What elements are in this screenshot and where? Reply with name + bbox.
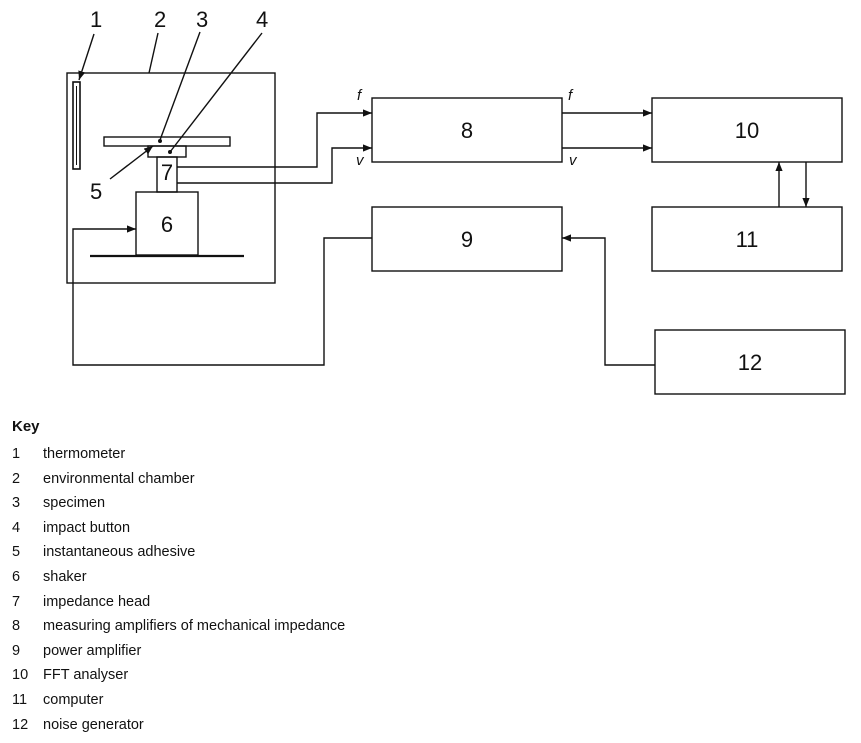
leader-4-dot xyxy=(168,150,172,154)
wire-9-to-6 xyxy=(72,225,372,366)
key-item: 4 impact button xyxy=(12,516,612,541)
signal-f-in: f xyxy=(357,87,363,104)
key-item: 8 measuring amplifiers of mechanical impe… xyxy=(12,614,612,639)
key-list: 1 thermometer 2 environmental chamber 3 speci… xyxy=(12,442,612,737)
wire-f-head-to-8 xyxy=(177,109,372,168)
label-power-amplifier: 9 xyxy=(461,227,473,252)
callout-1: 1 xyxy=(90,7,102,32)
key-item-number: 8 xyxy=(12,618,21,635)
key-legend: Key 1 thermometer 2 environmental chamber 3 s… xyxy=(12,418,612,737)
environmental-chamber xyxy=(66,72,276,284)
key-item-label: measuring amplifiers of mechanical imped… xyxy=(43,618,346,635)
box-computer xyxy=(651,206,843,272)
leader-4 xyxy=(169,32,263,153)
label-noise-generator: 12 xyxy=(738,350,762,375)
key-item: 12 noise generator xyxy=(12,713,612,738)
key-item-label: computer xyxy=(43,691,104,708)
key-item-label: FFT analyser xyxy=(43,667,129,684)
leader-1 xyxy=(78,33,95,81)
leader-5 xyxy=(109,145,154,180)
key-item: 9 power amplifier xyxy=(12,639,612,664)
key-item-number: 5 xyxy=(12,544,21,561)
key-item-label: environmental chamber xyxy=(43,470,195,487)
key-item-label: thermometer xyxy=(43,446,126,462)
signal-v-in: v xyxy=(356,152,365,169)
key-item-number: 7 xyxy=(12,593,21,610)
label-impedance-head: 7 xyxy=(161,160,173,185)
key-item: 10 FFT analyser xyxy=(12,663,612,688)
key-item-number: 11 xyxy=(12,691,28,708)
key-item: 5 instantaneous adhesive xyxy=(12,540,612,565)
key-item-number: 4 xyxy=(12,519,21,536)
key-item-number: 12 xyxy=(12,716,29,733)
key-title: Key xyxy=(12,418,40,435)
key-item-number: 6 xyxy=(12,568,21,585)
leader-3 xyxy=(159,31,201,141)
callout-3: 3 xyxy=(196,7,208,32)
label-measuring-amplifiers: 8 xyxy=(461,118,473,143)
key-item: 7 impedance head xyxy=(12,590,612,615)
callout-4: 4 xyxy=(256,7,268,32)
box-measuring-amplifiers xyxy=(371,97,563,163)
key-item-label: impedance head xyxy=(43,593,151,610)
key-item-label: impact button xyxy=(43,519,131,536)
test-setup-diagram: 1 2 3 4 5 6 7 8 9 10 11 12 f v f v xyxy=(66,7,846,395)
key-item-number: 9 xyxy=(12,642,21,659)
callout-5: 5 xyxy=(90,179,102,204)
key-item-number: 10 xyxy=(12,667,29,684)
thermometer xyxy=(72,81,81,170)
box-noise-generator xyxy=(654,329,846,395)
key-item: 11 computer xyxy=(12,688,612,713)
key-item-label: specimen xyxy=(43,495,106,512)
label-computer: 11 xyxy=(736,227,759,252)
box-fft-analyser xyxy=(651,97,843,163)
key-item-label: shaker xyxy=(43,568,87,585)
key-item-number: 2 xyxy=(12,470,21,487)
key-item-label: power amplifier xyxy=(43,642,142,659)
key-item-number: 1 xyxy=(12,446,21,462)
callout-2: 2 xyxy=(154,7,166,32)
key-item-label: noise generator xyxy=(43,716,144,733)
signal-v-out: v xyxy=(569,152,578,169)
wire-v-head-to-8 xyxy=(177,144,372,184)
key-item-label: instantaneous adhesive xyxy=(43,544,196,561)
key-item: 6 shaker xyxy=(12,565,612,590)
specimen xyxy=(103,136,231,147)
label-fft-analyser: 10 xyxy=(735,118,759,143)
key-item-number: 3 xyxy=(12,495,21,512)
wire-12-to-9 xyxy=(562,234,655,366)
signal-f-out: f xyxy=(568,87,574,104)
leader-3-dot xyxy=(158,139,162,143)
key-item: 3 specimen xyxy=(12,491,612,516)
key-item: 1 thermometer xyxy=(12,442,612,467)
leader-2 xyxy=(148,32,159,74)
impact-button xyxy=(147,145,187,158)
label-shaker: 6 xyxy=(161,212,173,237)
key-item: 2 environmental chamber xyxy=(12,467,612,492)
